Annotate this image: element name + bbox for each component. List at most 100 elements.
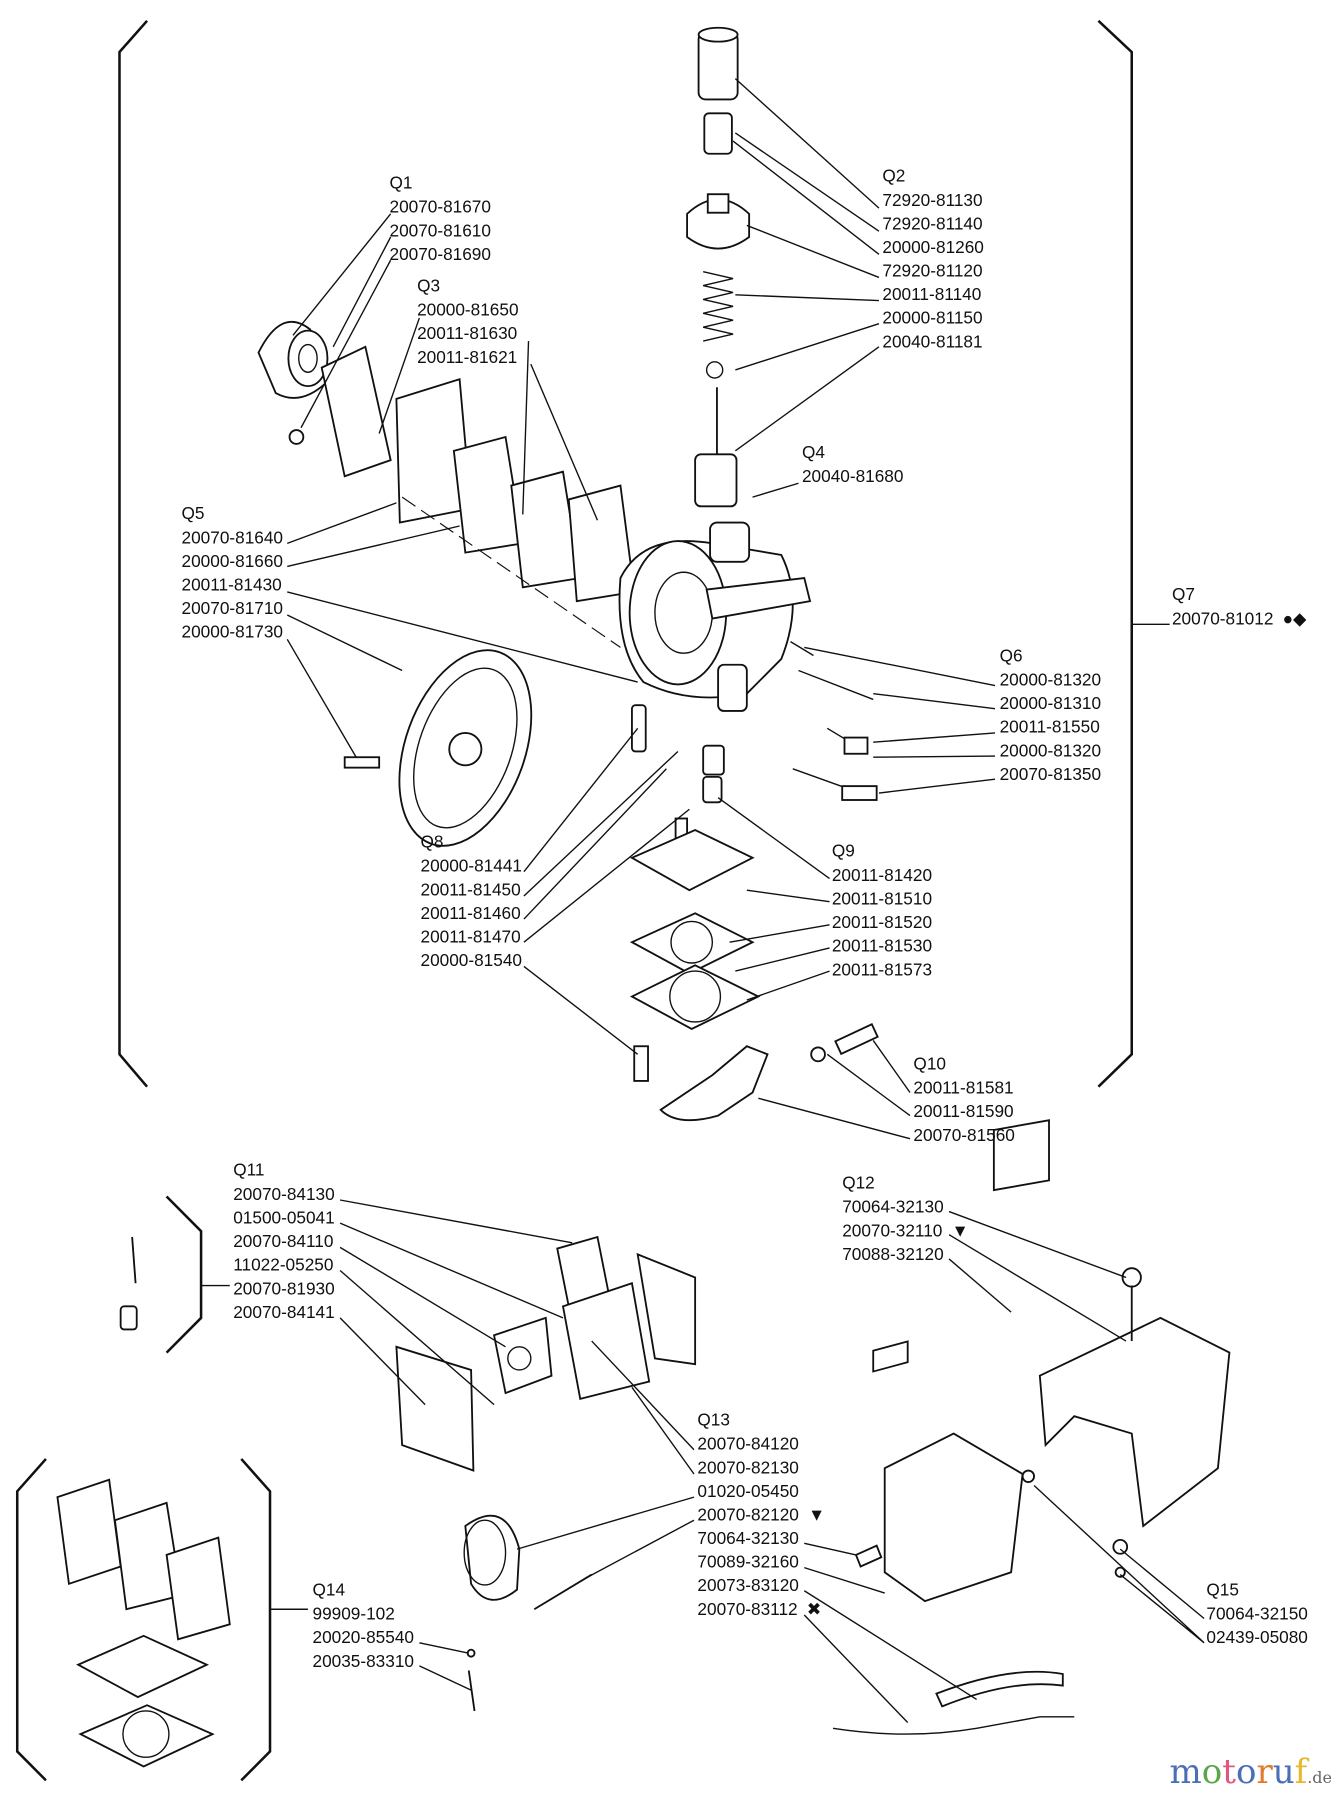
part-number: 20070-81560 [913, 1125, 1014, 1145]
part-number: 02439-05080 [1206, 1627, 1307, 1647]
q12-q15-cover-drawing [832, 1119, 1231, 1735]
part-number: 20070-84120 [697, 1434, 798, 1454]
part-number: 20070-84141 [233, 1302, 334, 1322]
q8-q9-parts-drawing [629, 704, 879, 1122]
part-number: 70088-32120 [842, 1244, 943, 1264]
part-number: 20011-81460 [421, 903, 521, 923]
part-number: 70089-32160 [697, 1552, 798, 1572]
part-number: 20020-85540 [313, 1627, 414, 1647]
bracket-q14-right [240, 1458, 272, 1782]
part-marker: ✖ [807, 1599, 821, 1619]
watermark-letter: o [1235, 1752, 1257, 1792]
part-number: 20070-83112 [697, 1599, 797, 1619]
part-number: 20070-81930 [233, 1278, 334, 1298]
watermark-letter: t [1222, 1752, 1236, 1792]
part-number: 20070-81710 [182, 598, 283, 618]
part-number: 20035-83310 [313, 1651, 414, 1671]
part-number: 70064-32130 [697, 1528, 798, 1548]
part-number: 20000-81660 [182, 551, 283, 571]
part-number: 20011-81581 [913, 1078, 1013, 1098]
group-label-q4: Q4 [802, 442, 825, 462]
group-label-q6: Q6 [1000, 645, 1023, 665]
bracket-right-main [1097, 19, 1134, 1088]
part-number: 20011-81530 [832, 936, 932, 956]
part-number: 20040-81181 [882, 331, 982, 351]
group-label-q10: Q10 [913, 1053, 946, 1073]
group-label-q1: Q1 [390, 172, 413, 192]
part-number: 20011-81470 [421, 926, 521, 946]
group-label-q3: Q3 [417, 275, 440, 295]
part-number: 20000-81260 [882, 237, 983, 257]
watermark-letter: u [1272, 1752, 1295, 1792]
part-labels: Q1 20070-81670 20070-81610 20070-81690 Q2 729… [182, 165, 1308, 1670]
part-number: 20070-81690 [390, 244, 491, 264]
part-number: 20011-81140 [882, 284, 981, 304]
part-number: 20070-81640 [182, 527, 283, 547]
part-marker: ▼ [808, 1504, 825, 1524]
group-label-q13: Q13 [697, 1409, 730, 1429]
part-number: 20070-84130 [233, 1184, 334, 1204]
part-number: 72920-81140 [882, 213, 982, 233]
part-number: 72920-81130 [882, 190, 982, 210]
part-number: 20000-81650 [417, 300, 518, 320]
q2-parts-drawing [686, 26, 751, 508]
part-number: 20070-81350 [1000, 764, 1101, 784]
part-number: 20011-81520 [832, 912, 932, 932]
part-number: 20000-81150 [882, 308, 982, 328]
motoruf-watermark: motoruf.de [1170, 1752, 1332, 1792]
part-number: 20011-81590 [913, 1101, 1013, 1121]
part-number: 20000-81320 [1000, 670, 1101, 690]
part-number: 20011-81550 [1000, 717, 1100, 737]
watermark-letter: r [1256, 1752, 1273, 1792]
part-number: 20011-81450 [421, 879, 521, 899]
group-label-q2: Q2 [882, 165, 905, 185]
part-number: 11022-05250 [233, 1255, 333, 1275]
part-number: 20070-81670 [390, 197, 491, 217]
group-label-q9: Q9 [832, 841, 855, 861]
part-number: 20070-82130 [697, 1457, 798, 1477]
part-number: 20040-81680 [802, 466, 903, 486]
group-label-q12: Q12 [842, 1172, 875, 1192]
part-number: 20070-32110 [842, 1220, 942, 1240]
part-number: 20070-81012 [1172, 608, 1273, 628]
part-marker: ●◆ [1283, 608, 1307, 628]
part-number: 20011-81420 [832, 865, 932, 885]
q5-pump-cover-drawing [343, 649, 533, 847]
q1-q3-parts-drawing [257, 320, 636, 648]
group-label-q5: Q5 [182, 503, 205, 523]
watermark-suffix: .de [1307, 1768, 1332, 1787]
part-number: 20011-81621 [417, 347, 517, 367]
part-number: 20000-81540 [421, 950, 522, 970]
leader-lines [286, 78, 1205, 1724]
part-number: 70064-32150 [1206, 1604, 1307, 1624]
part-number: 20000-81441 [421, 856, 522, 876]
part-number: 20070-84110 [233, 1231, 333, 1251]
group-label-q14: Q14 [313, 1579, 346, 1599]
part-number: 20011-81510 [832, 888, 932, 908]
q14-kit-drawing [56, 1478, 476, 1768]
group-label-q8: Q8 [421, 831, 444, 851]
part-number: 20011-81573 [832, 959, 932, 979]
watermark-letter: m [1169, 1752, 1202, 1792]
group-label-q7: Q7 [1172, 584, 1195, 604]
part-number: 70064-32130 [842, 1197, 943, 1217]
group-label-q15: Q15 [1206, 1579, 1239, 1599]
q11-q13-parts-drawing [119, 1235, 697, 1611]
bracket-left-main [118, 19, 149, 1088]
part-number: 72920-81120 [882, 260, 982, 280]
part-number: 20011-81430 [182, 574, 282, 594]
part-marker: ▼ [952, 1220, 969, 1240]
part-number: 01020-05450 [697, 1481, 798, 1501]
part-number: 20070-81610 [390, 220, 491, 240]
carburetor-body-drawing [618, 521, 878, 801]
part-number: 20073-83120 [697, 1575, 798, 1595]
watermark-letter: o [1201, 1752, 1223, 1792]
part-number: 20000-81310 [1000, 693, 1101, 713]
group-label-q11: Q11 [233, 1160, 264, 1180]
bracket-q14-left [15, 1458, 47, 1782]
part-number: 99909-102 [313, 1604, 395, 1624]
part-number: 01500-05041 [233, 1208, 334, 1228]
watermark-letter: f [1294, 1752, 1308, 1792]
